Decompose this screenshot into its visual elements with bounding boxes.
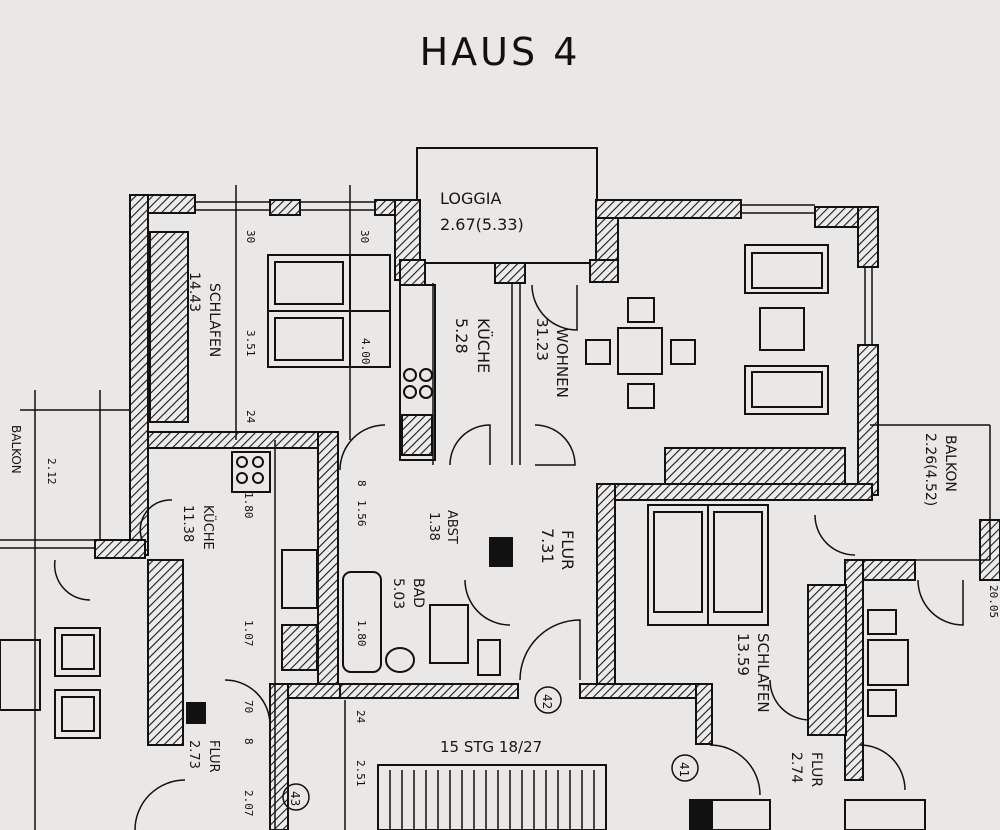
schlafen1-name: SCHLAFEN bbox=[206, 283, 222, 357]
loggia-area: 2.67(5.33) bbox=[440, 215, 524, 234]
bad-area: 5.03 bbox=[390, 578, 406, 609]
dim-156: 1.56 bbox=[355, 500, 368, 527]
dimension-labels: 30 30 3.51 24 4.00 2.12 1.56 8 1.80 1.80… bbox=[45, 230, 1000, 817]
unit-number-41: 41 bbox=[677, 762, 691, 777]
dim-351: 3.51 bbox=[244, 330, 257, 357]
unit-markers bbox=[282, 686, 699, 811]
flur3-area: 2.73 bbox=[186, 740, 201, 769]
dim-70: 70 bbox=[242, 700, 255, 713]
dim-207: 2.07 bbox=[242, 790, 255, 817]
dim-24b: 24 bbox=[354, 710, 367, 724]
flur3-name: FLUR bbox=[206, 740, 221, 773]
dim-8a: 8 bbox=[355, 480, 368, 487]
abst-name: ABST bbox=[444, 510, 459, 544]
furniture bbox=[0, 231, 926, 830]
kueche2-area: 11.38 bbox=[180, 505, 195, 542]
balkon-name: BALKON bbox=[942, 435, 958, 492]
door-swings bbox=[53, 284, 964, 830]
stair-treads bbox=[389, 770, 595, 830]
kueche1-name: KÜCHE bbox=[474, 318, 493, 373]
unit-number-43: 43 bbox=[288, 791, 302, 806]
stair-label: 15 STG 18/27 bbox=[440, 738, 542, 756]
dim-251: 2.51 bbox=[354, 760, 367, 787]
flur2-name: FLUR bbox=[808, 752, 824, 787]
dim-180b: 1.80 bbox=[242, 492, 255, 519]
kueche1-area: 5.28 bbox=[452, 318, 471, 354]
dim-107: 1.07 bbox=[242, 620, 255, 647]
flur-area: 7.31 bbox=[538, 528, 557, 564]
dim-30a: 30 bbox=[244, 230, 257, 243]
unit-number-42: 42 bbox=[540, 694, 554, 709]
dim-400: 4.00 bbox=[359, 338, 372, 365]
schlafen1-area: 14.43 bbox=[186, 272, 202, 312]
bad-name: BAD bbox=[410, 578, 426, 608]
dim-24a: 24 bbox=[244, 410, 257, 424]
wohnen-area: 31.23 bbox=[533, 318, 551, 361]
schlafen2-area: 13.59 bbox=[734, 633, 752, 676]
flur-name: FLUR bbox=[558, 530, 577, 570]
schlafen2-name: SCHLAFEN bbox=[754, 633, 772, 713]
wohnen-name: WOHNEN bbox=[553, 328, 571, 398]
loggia-name: LOGGIA bbox=[440, 189, 501, 208]
dim-2005: 20.05 bbox=[987, 585, 1000, 618]
outer-walls bbox=[94, 194, 1000, 830]
dim-30b: 30 bbox=[358, 230, 371, 243]
room-labels: LOGGIA 2.67(5.33) WOHNEN 31.23 KÜCHE 5.2… bbox=[9, 189, 958, 787]
balkon-area: 2.26(4.52) bbox=[922, 433, 938, 506]
balkon-left-name: BALKON bbox=[9, 425, 23, 474]
flur2-area: 2.74 bbox=[788, 752, 804, 783]
dim-180a: 1.80 bbox=[355, 620, 368, 647]
plan-title: HAUS 4 bbox=[419, 30, 581, 74]
abst-area: 1.38 bbox=[426, 512, 441, 541]
window-lines bbox=[0, 185, 991, 830]
dim-212: 2.12 bbox=[45, 458, 58, 485]
dim-8b: 8 bbox=[242, 738, 255, 745]
kueche2-name: KÜCHE bbox=[200, 505, 217, 550]
